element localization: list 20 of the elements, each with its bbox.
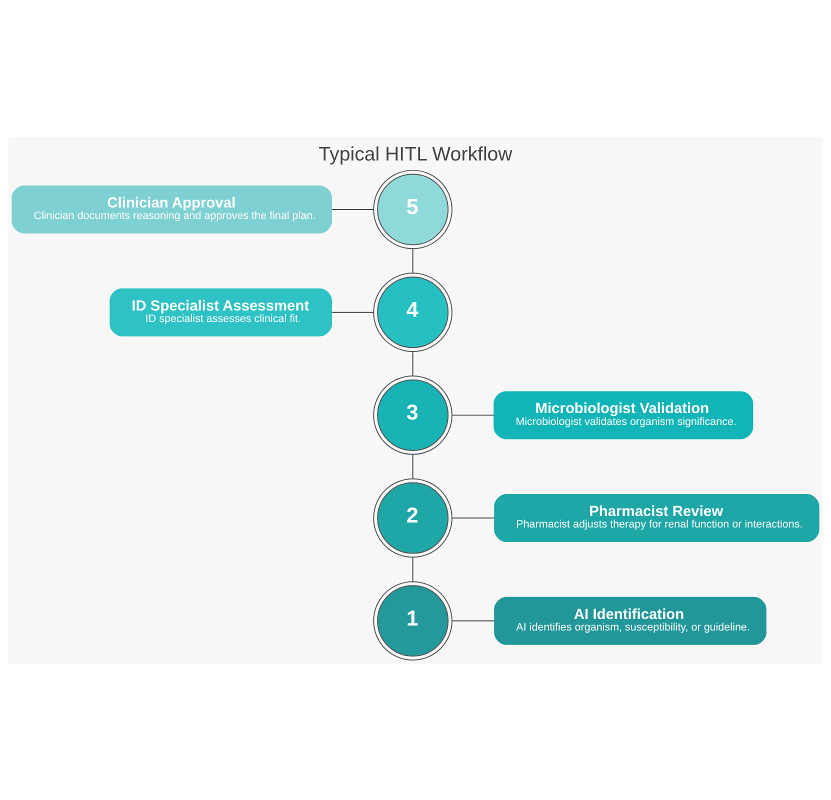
connector	[452, 620, 495, 621]
node-circle: 5	[373, 169, 452, 249]
node-circle: 3	[373, 375, 452, 454]
diagram-title: Typical HITL Workflow	[318, 143, 512, 166]
connector	[452, 414, 495, 416]
connector	[412, 454, 414, 479]
connector	[412, 248, 414, 273]
node-circle: 2	[373, 478, 452, 558]
node-box: Pharmacist Review Pharmacist adjusts therapy for renal function or interactions.	[494, 494, 820, 542]
node-circle: 4	[373, 272, 452, 352]
connector	[412, 556, 414, 582]
node-box: Clinician Approval Clinician documents reasoning and approves the final plan.	[12, 184, 332, 233]
connector	[331, 208, 374, 210]
node-box: Microbiologist Validation Microbiologist validates organism significance.	[494, 390, 754, 439]
connector	[331, 311, 374, 312]
node-circle: 1	[373, 580, 452, 660]
node-box: ID Specialist Assessment ID specialist assesses clinical fit.	[110, 288, 332, 336]
connector	[452, 517, 495, 518]
node-box: AI Identification AI identifies organism, susceptibility, or guideline.	[494, 596, 766, 644]
connector	[412, 350, 414, 376]
